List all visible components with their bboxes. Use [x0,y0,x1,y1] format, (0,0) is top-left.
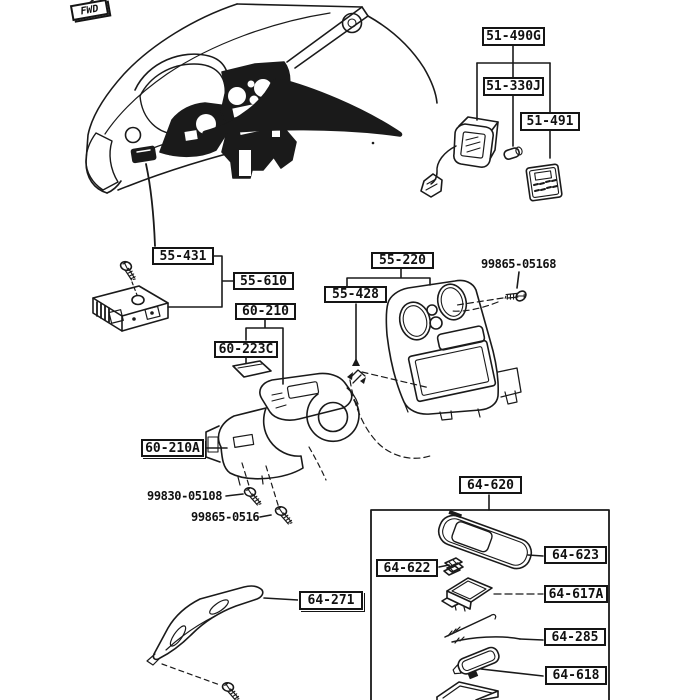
part-label-64-622[interactable]: 64-622 [376,559,438,577]
center-bezel-drawing [385,279,522,421]
tray-64-617A-drawing [441,577,544,612]
spring-rod-64-285-drawing [444,613,544,644]
undercover-panel-drawing [146,585,299,700]
part-label-64-618[interactable]: 64-618 [545,666,607,685]
part-label-55-428[interactable]: 55-428 [324,286,387,303]
part-text-99865-0516[interactable]: 99865-0516 [191,510,260,524]
dashboard-illustration [85,3,438,247]
part-label-64-285[interactable]: 64-285 [544,628,606,646]
trim-pad-drawing [232,360,272,378]
part-label-60-210[interactable]: 60-210 [235,303,296,320]
screw-55-431 [116,259,141,296]
bracket-lines-51-group [476,45,551,159]
keypad-clock-drawing [525,163,563,202]
latch-64-618-drawing [452,646,544,680]
screw-99865-0516 [272,505,296,526]
part-label-64-623[interactable]: 64-623 [544,546,607,564]
hinge-64-622-drawing [438,557,464,576]
console-box-outline [370,494,610,700]
bulb-drawing [503,146,523,160]
part-label-64-620[interactable]: 64-620 [459,476,522,494]
part-label-51-490G[interactable]: 51-490G [482,27,545,46]
screw-64-271 [219,681,243,700]
part-text-99865-05168[interactable]: 99865-05168 [481,257,557,271]
hazard-switch-drawing [420,116,499,198]
part-label-64-271[interactable]: 64-271 [299,591,363,610]
column-cover-screw-leaders [225,446,327,526]
part-label-51-491[interactable]: 51-491 [520,112,580,131]
column-cover-upper-drawing [259,372,360,442]
part-label-60-223C[interactable]: 60-223C [214,341,278,358]
clip-55-428-drawing [347,369,366,384]
bracket-lines-60-210 [203,318,284,449]
column-cover-lower-drawing [205,407,304,486]
screw-99865-05168 [503,271,529,309]
console-lid-drawing [437,510,544,570]
part-label-60-210A[interactable]: 60-210A [141,439,204,457]
part-label-55-431[interactable]: 55-431 [152,247,214,265]
bezel-dashed-leaders [349,297,504,459]
part-label-55-220[interactable]: 55-220 [371,252,434,269]
screw-99830-05108 [241,486,265,507]
part-label-51-330J[interactable]: 51-330J [483,77,544,96]
bracket-lines-55-431 [167,255,234,308]
part-label-55-610[interactable]: 55-610 [233,272,294,290]
part-label-64-617A[interactable]: 64-617A [544,585,608,603]
part-text-99830-05108[interactable]: 99830-05108 [147,489,223,503]
console-bin-drawing [436,681,499,700]
relay-unit-drawing [92,285,169,332]
bracket-lines-55-220 [346,268,431,366]
